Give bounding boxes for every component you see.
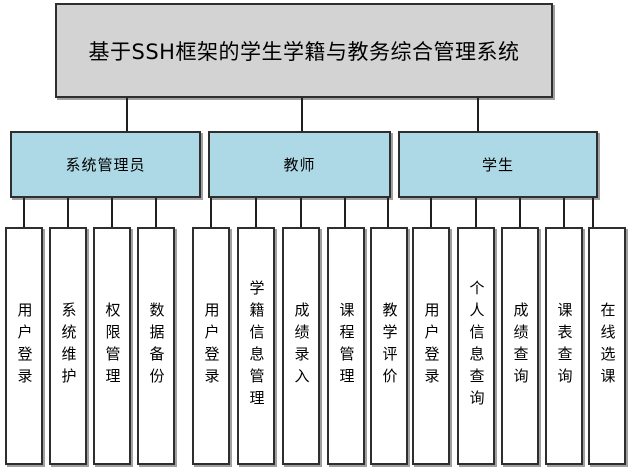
- connector-line: [111, 198, 113, 227]
- leaf-label: 成绩录入: [292, 302, 311, 390]
- leaf-node-admin-permission-mgmt: 权限管理: [93, 227, 131, 465]
- leaf-node-teacher-teaching-eval: 教学评价: [370, 227, 408, 465]
- leaf-node-teacher-course-mgmt: 课程管理: [327, 227, 365, 465]
- connector-line: [519, 198, 521, 227]
- leaf-node-student-grade-query: 成绩查询: [501, 227, 539, 465]
- connector-line: [430, 198, 432, 227]
- leaf-label: 用户登录: [422, 302, 441, 390]
- connector-line: [126, 98, 128, 131]
- leaf-node-admin-user-login: 用户登录: [5, 227, 43, 465]
- leaf-label: 用户登录: [202, 302, 221, 390]
- leaf-label: 系统维护: [59, 302, 78, 390]
- leaf-node-student-timetable: 课表查询: [545, 227, 583, 465]
- leaf-label: 个人信息查询: [467, 280, 486, 412]
- connector-line: [155, 198, 157, 227]
- connector-line: [344, 198, 346, 227]
- root-node: 基于SSH框架的学生学籍与教务综合管理系统: [55, 3, 553, 98]
- leaf-node-student-personal-info: 个人信息查询: [457, 227, 495, 465]
- connector-line: [592, 198, 594, 227]
- leaf-label: 成绩查询: [511, 302, 530, 390]
- connector-line: [477, 98, 479, 131]
- leaf-node-teacher-grade-entry: 成绩录入: [282, 227, 320, 465]
- leaf-node-teacher-roll-info-mgmt: 学籍信息管理: [237, 227, 275, 465]
- connector-line: [387, 198, 389, 227]
- connector-line: [563, 198, 565, 227]
- leaf-label: 课程管理: [337, 302, 356, 390]
- leaf-node-student-user-login: 用户登录: [412, 227, 450, 465]
- connector-line: [210, 198, 212, 227]
- leaf-label: 在线选课: [598, 302, 617, 390]
- group-node-teacher: 教师: [208, 131, 391, 198]
- connector-line: [475, 198, 477, 227]
- connector-line: [301, 98, 303, 131]
- leaf-label: 用户登录: [15, 302, 34, 390]
- group-node-student: 学生: [398, 131, 598, 198]
- connector-line: [67, 198, 69, 227]
- leaf-node-admin-data-backup: 数据备份: [137, 227, 175, 465]
- connector-line: [300, 198, 302, 227]
- connector-line: [255, 198, 257, 227]
- leaf-label: 权限管理: [103, 302, 122, 390]
- leaf-node-student-online-select: 在线选课: [588, 227, 626, 465]
- leaf-label: 数据备份: [147, 302, 166, 390]
- leaf-label: 课表查询: [555, 302, 574, 390]
- group-node-admin: 系统管理员: [10, 131, 201, 198]
- leaf-label: 学籍信息管理: [247, 280, 266, 412]
- leaf-node-teacher-user-login: 用户登录: [192, 227, 230, 465]
- leaf-label: 教学评价: [380, 302, 399, 390]
- connector-line: [23, 198, 25, 227]
- leaf-node-admin-system-maintain: 系统维护: [49, 227, 87, 465]
